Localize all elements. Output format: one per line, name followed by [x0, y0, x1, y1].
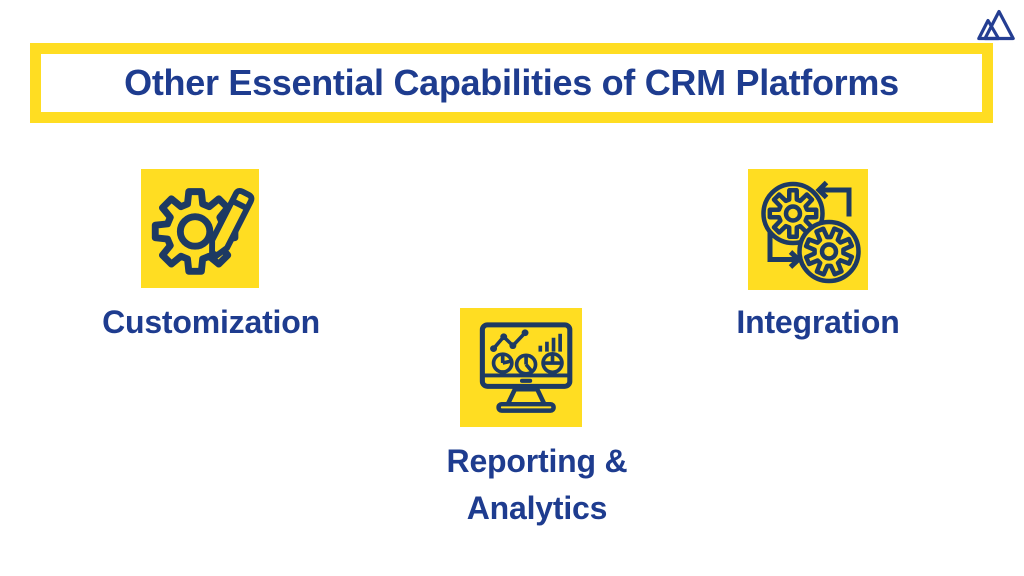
- reporting-label: Reporting & Analytics: [377, 438, 697, 532]
- mountain-peaks-logo-icon: [977, 9, 1015, 41]
- sync-gears-icon: [761, 180, 861, 284]
- reporting-label-line1: Reporting &: [446, 443, 628, 479]
- integration-tile: [748, 169, 868, 290]
- reporting-tile: [460, 308, 582, 427]
- reporting-label-line2: Analytics: [466, 490, 608, 526]
- analytics-monitor-icon: [479, 322, 573, 413]
- customization-label: Customization: [102, 304, 320, 340]
- page-title: Other Essential Capabilities of CRM Plat…: [124, 62, 899, 103]
- customization-tile: [141, 169, 259, 288]
- integration-label: Integration: [736, 304, 900, 340]
- title-box: Other Essential Capabilities of CRM Plat…: [30, 43, 993, 123]
- gear-pencil-icon: [151, 187, 255, 275]
